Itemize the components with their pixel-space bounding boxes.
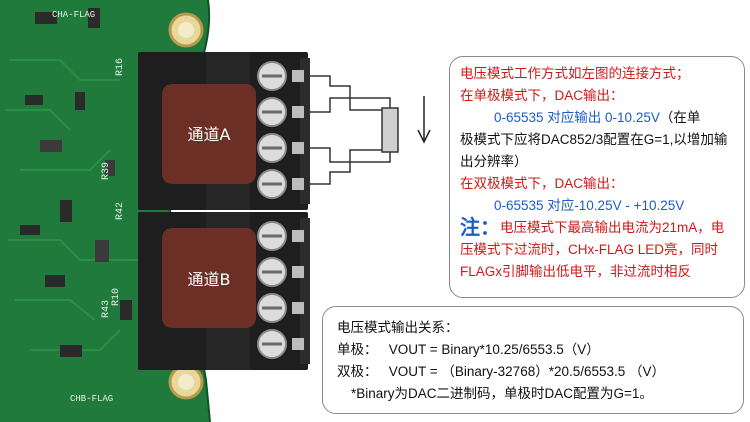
relation-title: 电压模式输出关系： (337, 320, 459, 335)
unipolar-range: 0-65535 对应输出 0-10.25V (494, 110, 660, 125)
output-relation-callout: 电压模式输出关系： 单极： VOUT = Binary*10.25/6553.5… (322, 306, 744, 414)
callout-note-line-1: 注：电压模式下最高输出电流为21mA，电 (460, 217, 734, 239)
pcb-traces (5, 59, 140, 351)
bipolar-formula-row: 双极： VOUT = （Binary-32768）*20.5/6553.5 （V… (337, 361, 729, 383)
unipolar-label: 单极： (337, 342, 378, 357)
silk-chb-flag: CHB-FLAG (70, 394, 113, 404)
unipolar-formula-row: 单极： VOUT = Binary*10.25/6553.5（V） (337, 339, 729, 361)
current-arrow (417, 96, 431, 144)
callout-line-5: 出分辨率） (460, 154, 528, 169)
silk-r39: R39 (101, 162, 112, 180)
silk-r16: R16 (115, 58, 126, 76)
silk-r43: R43 (101, 300, 112, 318)
callout-line-3: 0-65535 对应输出 0-10.25V（在单 (460, 107, 734, 129)
wiring-schematic (310, 75, 391, 185)
callout-note-line-2: 压模式下过流时，CHx-FLAG LED亮，同时 (460, 242, 719, 257)
note-head: 注： (460, 217, 500, 239)
footnote: *Binary为DAC二进制码，单极时DAC配置为G=1。 (351, 386, 653, 401)
bipolar-range: 0-65535 对应-10.25V - +10.25V (494, 198, 685, 213)
note-text-1: 电压模式下最高输出电流为21mA，电 (500, 220, 725, 235)
load-resistor (381, 107, 399, 153)
bipolar-label: 双极： (337, 364, 378, 379)
callout-line-4: 极模式下应将DAC852/3配置在G=1,以增加输 (460, 132, 728, 147)
unipolar-formula: VOUT = Binary*10.25/6553.5（V） (388, 342, 600, 357)
silk-r42: R42 (115, 202, 126, 220)
channel-a-pad (162, 84, 256, 184)
unipolar-note-start: （在单 (659, 110, 701, 125)
silk-r10: R10 (111, 288, 122, 306)
callout-line-2: 在单极模式下，DAC输出： (460, 88, 624, 103)
screw-terminals (257, 61, 287, 359)
wire-slots (292, 70, 304, 350)
channel-b-label: 通道B (188, 270, 231, 289)
callout-line-6: 在双极模式下，DAC输出： (460, 176, 624, 191)
callout-note-line-3: FLAGx引脚输出低电平，非过流时相反 (460, 264, 692, 279)
silk-cha-flag: CHA-FLAG (52, 10, 95, 20)
channel-b-pad (162, 228, 256, 328)
voltage-mode-callout: 电压模式工作方式如左图的连接方式； 在单极模式下，DAC输出： 0-65535 … (449, 56, 745, 298)
callout-line-1: 电压模式工作方式如左图的连接方式； (460, 66, 690, 81)
bipolar-formula: VOUT = （Binary-32768）*20.5/6553.5 （V） (388, 364, 666, 379)
channel-a-label: 通道A (188, 125, 231, 144)
